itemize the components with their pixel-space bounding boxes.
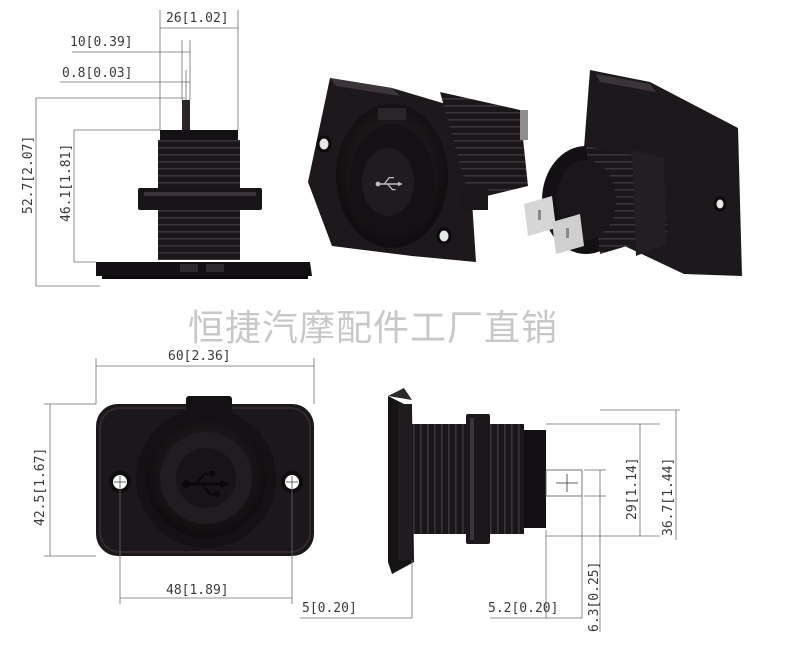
side-profile-dimensions: 26[1.02] 10[0.39] 0.8[0.03] 52.7[2.07] 4… [21,10,239,287]
dim-lip-width: 10[0.39] [70,35,133,50]
isometric-back-view [524,70,742,276]
dim-hole-spacing: 48[1.89] [166,583,229,598]
usb-icon [375,176,403,191]
base-flange [96,262,312,276]
side-view-dimensions: 5[0.20] 5.2[0.20] 6.3[0.25] 29[1.14] 36.… [300,409,680,632]
side-nut [466,414,490,544]
dim-top-width: 26[1.02] [166,11,229,26]
dim-terminal-width: 6.3[0.25] [587,562,602,632]
side-view [388,388,583,574]
usb-icon [182,471,228,497]
dim-flange-thickness: 5[0.20] [302,601,357,616]
dim-wall-thickness: 0.8[0.03] [62,66,132,81]
front-view [96,396,314,556]
dim-terminal-height: 29[1.14] [625,457,640,520]
isometric-front-view [308,78,528,262]
dim-overall-height: 52.7[2.07] [21,136,36,214]
thread-barrel [158,140,240,192]
side-profile-view [96,100,312,279]
nut [138,188,262,210]
dim-panel-width: 60[2.36] [168,349,231,364]
dim-panel-height: 42.5[1.67] [33,448,48,526]
front-view-dimensions: 60[2.36] 42.5[1.67] 48[1.89] [33,349,315,604]
dim-body-height: 46.1[1.81] [59,144,74,222]
dim-side-height: 36.7[1.44] [661,458,676,536]
dim-terminal-length: 5.2[0.20] [488,601,558,616]
watermark-text: 恒捷汽摩配件工厂直销 [188,308,558,349]
